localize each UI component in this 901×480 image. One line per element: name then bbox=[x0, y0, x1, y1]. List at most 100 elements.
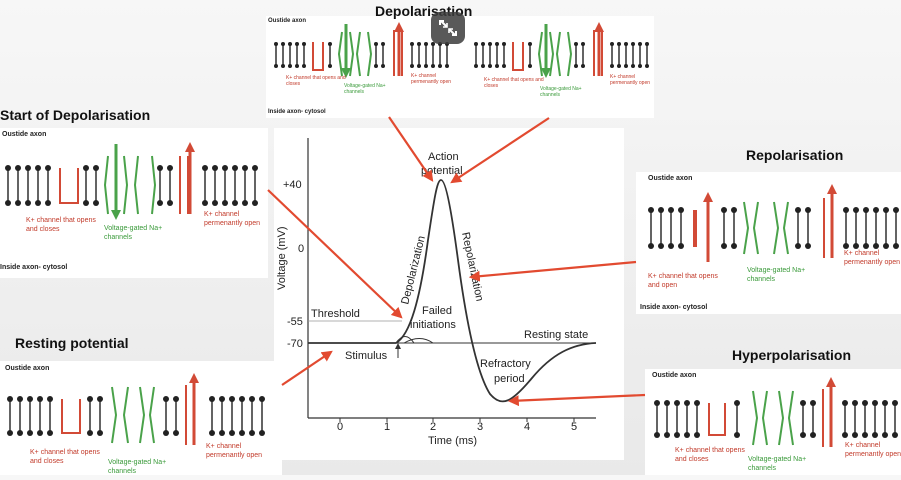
start-depolarisation-outside-label: Oustide axon bbox=[2, 131, 47, 138]
start-depolarisation-perm-label: K+ channel permenantly open bbox=[204, 211, 261, 227]
lipid-head bbox=[202, 200, 208, 206]
lipid-head bbox=[232, 200, 238, 206]
lipid-head bbox=[631, 64, 635, 68]
ion-flow-arrowhead bbox=[189, 373, 199, 383]
lipid-head bbox=[431, 64, 435, 68]
lipid-head bbox=[17, 430, 23, 436]
na-channel-wall bbox=[761, 390, 768, 446]
na-channel-wall bbox=[151, 155, 157, 215]
ion-flow-arrowhead bbox=[594, 22, 604, 32]
k-gated-channel bbox=[312, 42, 324, 71]
lipid-head bbox=[87, 430, 93, 436]
resting-state-label: Resting state bbox=[524, 329, 588, 341]
failed-initiations-line2: initiations bbox=[410, 319, 456, 331]
stimulus-arrowhead bbox=[395, 343, 401, 349]
lipid-head bbox=[674, 432, 680, 438]
failed-initiations-line1: Failed bbox=[422, 305, 452, 317]
lipid-head bbox=[654, 432, 660, 438]
lipid-head bbox=[694, 432, 700, 438]
lipid-head bbox=[157, 200, 163, 206]
lipid-head bbox=[438, 64, 442, 68]
lipid-head bbox=[328, 64, 332, 68]
na-channel-wall bbox=[752, 390, 759, 446]
y-tick-0: 0 bbox=[298, 243, 304, 255]
na-channel-wall bbox=[773, 201, 780, 255]
lipid-head bbox=[374, 64, 378, 68]
repolarisation-outside-label: Oustide axon bbox=[648, 175, 693, 182]
lipid-head bbox=[892, 432, 898, 438]
x-tick-label: 5 bbox=[571, 421, 577, 433]
x-tick-label: 0 bbox=[337, 421, 343, 433]
ion-flow-arrowhead bbox=[341, 68, 351, 78]
ion-flow-arrowhead bbox=[703, 192, 713, 202]
na-channel-wall bbox=[537, 31, 543, 77]
hyperpolarisation-perm-label: K+ channel permenantly open bbox=[845, 442, 901, 458]
action-potential-curve bbox=[308, 179, 597, 403]
x-axis-label: Time (ms) bbox=[428, 435, 477, 447]
lipid-head bbox=[474, 64, 478, 68]
depolarisation-membrane bbox=[274, 22, 649, 78]
lipid-head bbox=[574, 64, 578, 68]
depolarisation-outside-label: Oustide axon bbox=[268, 18, 307, 24]
repolarisation-membrane bbox=[648, 184, 899, 262]
na-channel-wall bbox=[103, 155, 109, 215]
lipid-head bbox=[648, 243, 654, 249]
lipid-head bbox=[638, 64, 642, 68]
start-depolarisation-title: Start of Depolarisation bbox=[0, 107, 151, 123]
lipid-head bbox=[173, 430, 179, 436]
lipid-head bbox=[302, 64, 306, 68]
lipid-head bbox=[381, 64, 385, 68]
na-channel-wall bbox=[743, 201, 750, 255]
ion-flow-arrowhead bbox=[826, 377, 836, 387]
lipid-head bbox=[658, 243, 664, 249]
lipid-head bbox=[417, 64, 421, 68]
na-channel-wall bbox=[123, 155, 129, 215]
y-tick-minus70: -70 bbox=[287, 338, 303, 350]
graph-background bbox=[274, 128, 624, 460]
lipid-head bbox=[664, 432, 670, 438]
resting-potential-outside-label: Oustide axon bbox=[5, 365, 50, 372]
na-channel-wall bbox=[555, 31, 561, 77]
lipid-head bbox=[853, 243, 859, 249]
depolarisation-perm-label-1: K+ channel permenantly open bbox=[411, 73, 452, 85]
resting-potential-na-label: Voltage-gated Na+ channels bbox=[108, 459, 167, 475]
refractory-line1: Refractory bbox=[480, 358, 531, 370]
na-channel-wall bbox=[111, 386, 118, 444]
hyperpolarisation-outside-label: Oustide axon bbox=[652, 372, 697, 379]
depolarisation-na-label-1: Voltage-gated Na+ channels bbox=[344, 83, 386, 95]
lipid-head bbox=[795, 243, 801, 249]
lipid-head bbox=[481, 64, 485, 68]
resting-potential-title: Resting potential bbox=[15, 335, 129, 351]
lipid-head bbox=[528, 64, 532, 68]
lipid-head bbox=[25, 200, 31, 206]
lipid-head bbox=[288, 64, 292, 68]
na-channel-wall bbox=[139, 386, 146, 444]
repolarisation-na-label: Voltage-gated Na+ channels bbox=[747, 267, 806, 283]
na-channel-wall bbox=[355, 31, 361, 77]
lipid-head bbox=[163, 430, 169, 436]
lipid-head bbox=[883, 243, 889, 249]
resting-potential-k-label: K+ channel that opens and closes bbox=[30, 449, 100, 465]
ion-flow-arrowhead bbox=[111, 210, 121, 220]
lipid-head bbox=[97, 430, 103, 436]
start-depolarisation-membrane bbox=[5, 142, 258, 220]
refractory-line2: period bbox=[494, 373, 525, 385]
lipid-head bbox=[35, 200, 41, 206]
hyperpolarisation-panel: Oustide axon K+ channel that opens and c… bbox=[645, 369, 901, 475]
exit-fullscreen-button[interactable] bbox=[431, 12, 465, 44]
lipid-head bbox=[734, 432, 740, 438]
lipid-head bbox=[249, 430, 255, 436]
na-channel-wall bbox=[349, 31, 355, 77]
lipid-head bbox=[843, 243, 849, 249]
y-axis-label: Voltage (mV) bbox=[276, 226, 288, 290]
lipid-head bbox=[668, 243, 674, 249]
repolarisation-k-label: K+ channel that opens and open bbox=[648, 273, 718, 289]
lipid-head bbox=[678, 243, 684, 249]
lipid-head bbox=[239, 430, 245, 436]
repolarisation-title: Repolarisation bbox=[746, 147, 844, 163]
hyperpolarisation-title: Hyperpolarisation bbox=[732, 347, 852, 363]
depolarisation-perm-label-2: K+ channel permenantly open bbox=[610, 74, 651, 86]
threshold-label: Threshold bbox=[311, 308, 360, 320]
